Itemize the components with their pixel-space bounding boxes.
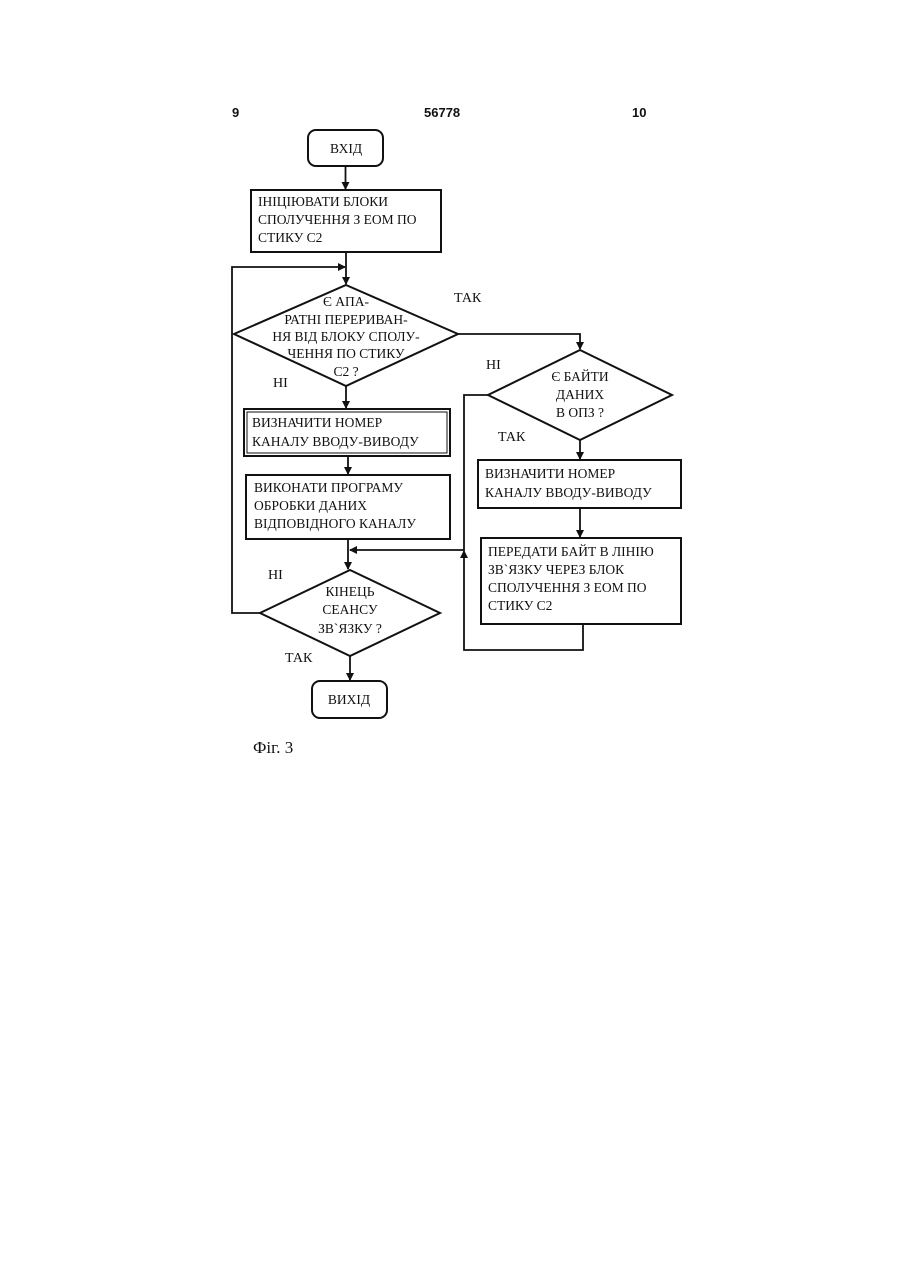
run-line-1: ВИКОНАТИ ПРОГРАМУ bbox=[254, 480, 403, 495]
interrupt-line-4: ЧЕННЯ ПО СТИКУ bbox=[287, 346, 405, 361]
end-yes-label: ТАК bbox=[285, 651, 313, 666]
run-line-3: ВІДПОВІДНОГО КАНАЛУ bbox=[254, 516, 416, 531]
end-no-label: НІ bbox=[268, 568, 283, 583]
interrupt-yes-label: ТАК bbox=[454, 291, 482, 306]
run-line-2: ОБРОБКИ ДАНИХ bbox=[254, 498, 367, 513]
init-line-3: СТИКУ С2 bbox=[258, 230, 322, 245]
interrupt-line-1: Є АПА- bbox=[323, 294, 370, 309]
end-line-1: КІНЕЦЬ bbox=[326, 584, 375, 599]
bytes-line-2: ДАНИХ bbox=[556, 387, 604, 402]
transmit-line-3: СПОЛУЧЕННЯ З ЕОМ ПО bbox=[488, 580, 647, 595]
start-label: ВХІД bbox=[330, 141, 362, 156]
end-line-3: ЗВ`ЯЗКУ ? bbox=[318, 621, 382, 636]
bytes-yes-label: ТАК bbox=[498, 430, 526, 445]
interrupt-line-2: РАТНІ ПЕРЕРИВАН- bbox=[284, 312, 408, 327]
init-line-2: СПОЛУЧЕННЯ З ЕОМ ПО bbox=[258, 212, 417, 227]
define-right-line-1: ВИЗНАЧИТИ НОМЕР bbox=[485, 466, 615, 481]
define-right-line-2: КАНАЛУ ВВОДУ-ВИВОДУ bbox=[485, 485, 652, 500]
end-line-2: СЕАНСУ bbox=[322, 602, 378, 617]
bytes-line-1: Є БАЙТИ bbox=[551, 369, 609, 384]
transmit-line-4: СТИКУ С2 bbox=[488, 598, 552, 613]
define-left-line-1: ВИЗНАЧИТИ НОМЕР bbox=[252, 415, 382, 430]
interrupt-line-5: С2 ? bbox=[333, 364, 358, 379]
bytes-no-label: НІ bbox=[486, 358, 501, 373]
bytes-line-3: В ОПЗ ? bbox=[556, 405, 604, 420]
interrupt-line-3: НЯ ВІД БЛОКУ СПОЛУ- bbox=[272, 329, 420, 344]
transmit-line-1: ПЕРЕДАТИ БАЙТ В ЛІНІЮ bbox=[488, 544, 654, 559]
figure-caption: Фіг. 3 bbox=[253, 738, 293, 758]
init-line-1: ІНІЦІЮВАТИ БЛОКИ bbox=[258, 194, 388, 209]
interrupt-no-label: НІ bbox=[273, 376, 288, 391]
exit-label: ВИХІД bbox=[328, 692, 370, 707]
transmit-line-2: ЗВ`ЯЗКУ ЧЕРЕЗ БЛОК bbox=[488, 562, 625, 577]
define-left-line-2: КАНАЛУ ВВОДУ-ВИВОДУ bbox=[252, 434, 419, 449]
